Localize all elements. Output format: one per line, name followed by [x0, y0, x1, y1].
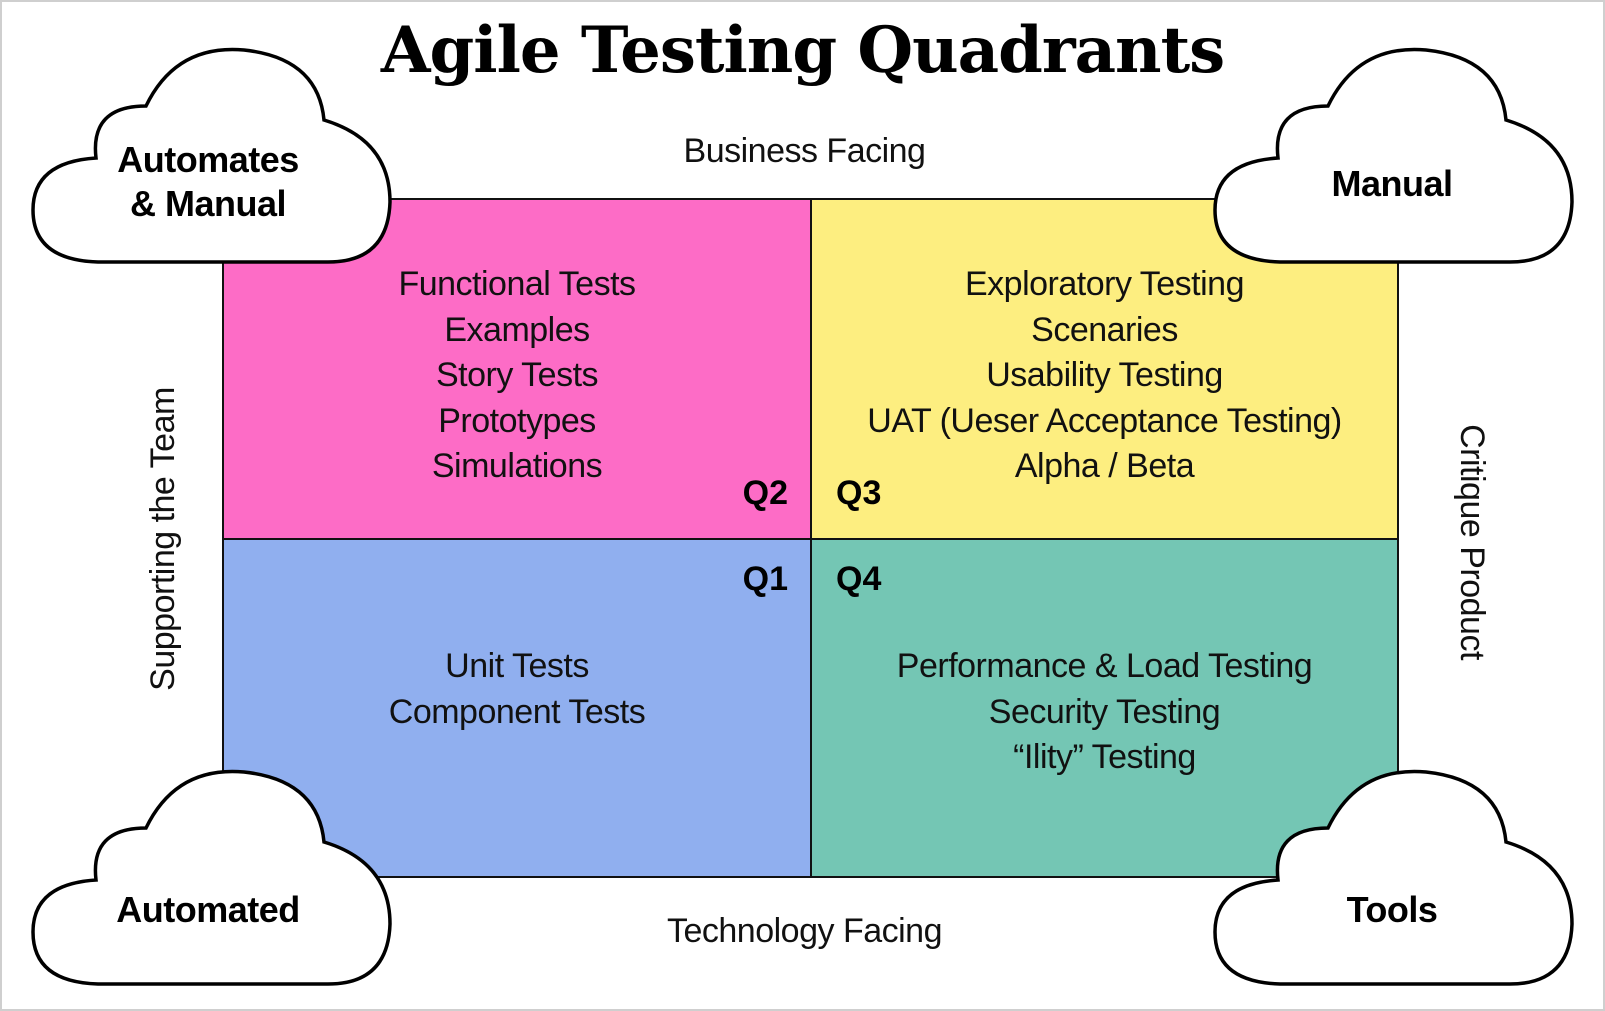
diagram-title: Agile Testing Quadrants: [380, 13, 1225, 88]
quadrant-item: Alpha / Beta: [1014, 447, 1195, 485]
cloud-icon: [1213, 769, 1574, 986]
quadrant-item: Usability Testing: [986, 356, 1223, 394]
axis-label-top: Business Facing: [683, 132, 926, 170]
axis-label-left: Supporting the Team: [144, 387, 182, 691]
cloud-bottom-right: Tools: [1210, 764, 1582, 992]
axis-label-right: Critique Product: [1453, 424, 1491, 660]
quadrant-item: Exploratory Testing: [964, 265, 1245, 303]
cloud-label: Automated: [116, 889, 300, 930]
quadrant-item: Security Testing: [988, 692, 1221, 731]
quadrant-label-q2: Q2: [742, 474, 788, 512]
quadrant-q4: Q4 Performance & Load Testing Security T…: [810, 538, 1399, 878]
quadrant-item: “Ility” Testing: [1013, 738, 1196, 776]
cloud-top-right: Manual: [1210, 42, 1582, 270]
quadrant-q2-items: Functional Tests Examples Story Tests Pr…: [224, 262, 810, 490]
cloud-icon: [31, 47, 392, 264]
quadrant-item: Unit Tests: [445, 647, 589, 685]
cloud-label: Manual: [1331, 163, 1453, 204]
quadrant-q3-items: Exploratory Testing Scenaries Usability …: [812, 262, 1397, 490]
quadrant-label-q1: Q1: [742, 560, 788, 598]
cloud-icon: [31, 769, 392, 986]
quadrant-label-q4: Q4: [836, 560, 882, 598]
quadrant-item: Scenaries: [1031, 310, 1178, 349]
quadrant-q4-items: Performance & Load Testing Security Test…: [812, 644, 1397, 781]
quadrant-item: Component Tests: [388, 692, 646, 731]
quadrant-item: UAT (Ueser Acceptance Testing): [867, 401, 1342, 440]
cloud-icon: [1213, 47, 1574, 264]
cloud-label: Tools: [1346, 889, 1438, 930]
quadrant-item: Functional Tests: [398, 265, 636, 303]
quadrant-item: Performance & Load Testing: [896, 647, 1313, 685]
quadrant-label-q3: Q3: [836, 474, 882, 512]
axis-label-bottom: Technology Facing: [666, 912, 943, 950]
quadrant-item: Simulations: [431, 447, 603, 485]
quadrant-item: Prototypes: [438, 401, 596, 440]
cloud-bottom-left: Automated: [28, 764, 400, 992]
cloud-top-left: Automates & Manual: [28, 42, 400, 270]
quadrant-q1-items: Unit Tests Component Tests: [224, 644, 810, 735]
quadrant-item: Examples: [444, 310, 590, 349]
cloud-label: Automates & Manual: [117, 139, 299, 224]
quadrant-item: Story Tests: [435, 356, 599, 394]
